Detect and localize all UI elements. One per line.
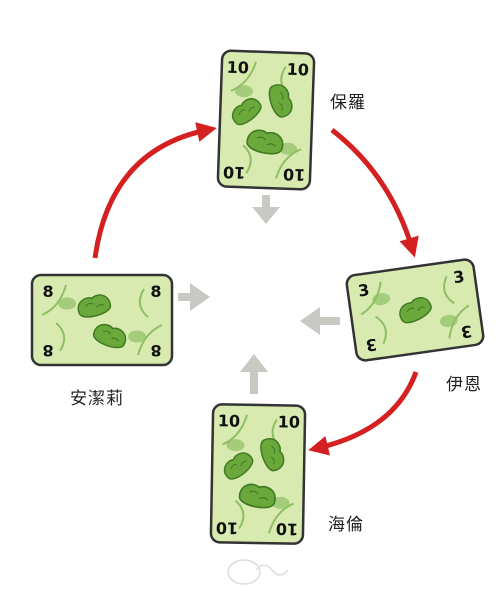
vine-decoration <box>230 61 302 179</box>
player-name-bottom: 海倫 <box>328 515 364 535</box>
pickle-icon <box>260 437 285 472</box>
pickle-icon <box>231 98 262 126</box>
leaf-icon <box>58 297 76 310</box>
card-value-label: 8 <box>150 282 161 301</box>
card-right: 3 3 3 3 <box>345 258 485 362</box>
card-value-label: 10 <box>223 163 246 183</box>
card-value-label: 10 <box>226 58 249 78</box>
card-value-label: 3 <box>357 280 371 300</box>
watermark-logo <box>227 559 289 585</box>
card-top: 10 10 10 10 <box>216 49 316 191</box>
card-value-label: 8 <box>42 341 53 360</box>
card-value-label: 10 <box>283 165 306 185</box>
card-value-label: 8 <box>42 282 53 301</box>
card-value-label: 10 <box>278 412 301 431</box>
card-bottom: 10 10 10 10 <box>209 403 307 545</box>
card-left: 8 8 8 8 <box>30 273 174 367</box>
curved-arrow-icon <box>308 371 419 456</box>
card-value-label: 8 <box>150 341 161 360</box>
card-value-label: 10 <box>286 60 309 80</box>
card-value-label: 10 <box>216 518 239 537</box>
player-name-right: 伊恩 <box>446 375 482 395</box>
leaf-icon <box>279 142 298 155</box>
leaf-icon <box>439 314 458 327</box>
curved-arrow-icon <box>92 122 217 259</box>
pickle-icon <box>238 483 276 509</box>
pass-arrow-icon <box>300 307 340 335</box>
pickle-icon <box>77 294 112 318</box>
pass-arrow-icon <box>178 283 210 311</box>
pickle-icon <box>223 452 254 480</box>
player-name-left: 安潔莉 <box>70 389 124 409</box>
leaf-icon <box>372 293 391 306</box>
leaf-icon <box>226 439 245 452</box>
pickle-icon <box>268 84 293 118</box>
leaf-icon <box>128 330 146 343</box>
pickle-icon <box>92 323 127 349</box>
card-value-label: 3 <box>460 321 474 341</box>
pickle-icon <box>399 297 432 324</box>
pickle-icon <box>246 129 284 155</box>
player-name-top: 保羅 <box>330 93 366 113</box>
card-value-label: 3 <box>365 335 379 355</box>
pass-arrow-icon <box>240 354 268 394</box>
leaf-icon <box>271 496 290 509</box>
vine-decoration <box>222 414 294 534</box>
curved-arrow-icon <box>330 128 419 258</box>
card-value-label: 3 <box>452 267 466 287</box>
leaf-icon <box>234 85 253 98</box>
pass-arrow-icon <box>252 195 280 224</box>
card-value-label: 10 <box>218 411 241 430</box>
card-value-label: 10 <box>276 519 299 538</box>
vine-decoration <box>41 284 163 356</box>
